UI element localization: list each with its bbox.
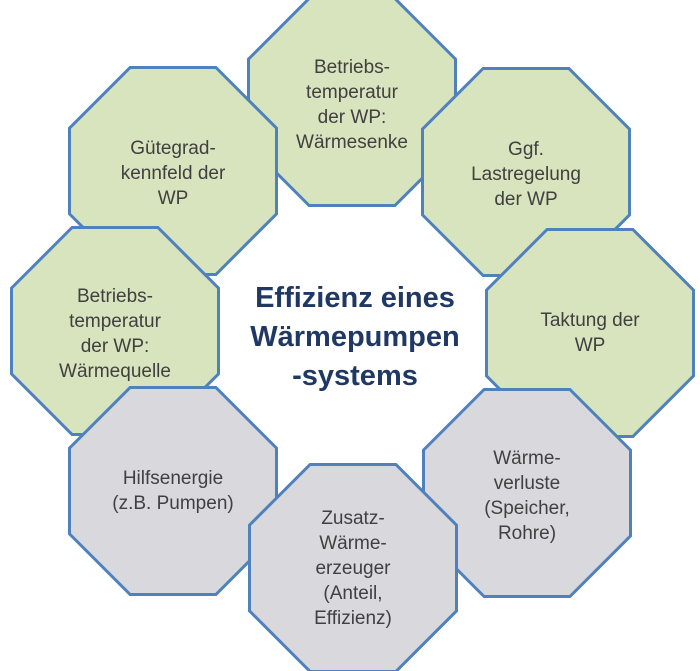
octagon-zusatzwaermeerzeuger (248, 463, 458, 671)
node-label-lastregelung: Ggf. Lastregelung der WP (471, 139, 581, 210)
octagon-hilfsenergie (68, 386, 278, 596)
node-label-hilfsenergie: Hilfsenergie (z.B. Pumpen) (112, 468, 234, 514)
node-label-waermesenke: Betriebs- temperatur der WP: Wärmesenke (296, 56, 408, 153)
octagon-waermesenke (247, 0, 457, 207)
node-label-waermequelle: Betriebs- temperatur der WP: Wärmequelle (59, 285, 171, 382)
octagon-waermeverluste (422, 388, 632, 598)
node-label-zusatzwaermeerzeuger: Zusatz- Wärme- erzeuger (Anteil, Effizie… (314, 508, 392, 629)
center-title: Effizienz eines Wärmepumpen -systems (250, 281, 460, 392)
node-label-taktung: Taktung der WP (540, 310, 640, 356)
node-label-waermeverluste: Wärme- verluste (Speicher, Rohre) (484, 447, 570, 544)
node-label-guetegradkennfeld: Gütegrad- kennfeld der WP (120, 138, 226, 209)
